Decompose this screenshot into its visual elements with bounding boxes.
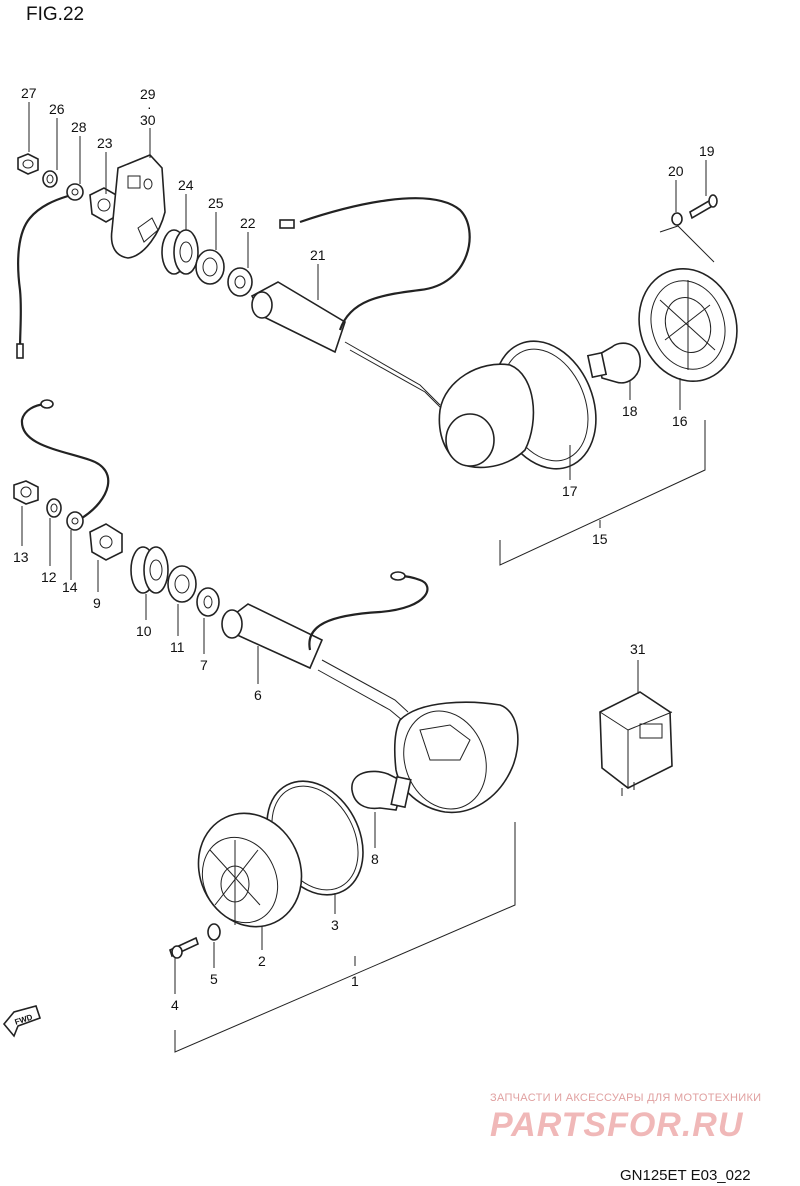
callout-18: 18 — [622, 403, 638, 419]
part-28-ground-wire — [16, 183, 84, 359]
callout-13: 13 — [13, 549, 29, 565]
part-7-clip — [196, 587, 220, 617]
figure-code: GN125ET E03_022 — [620, 1167, 751, 1184]
part-8-bulb — [351, 770, 412, 811]
part-26-washer — [42, 170, 58, 188]
callout-2: 2 — [258, 953, 266, 969]
part-29-30-bracket — [110, 154, 166, 259]
callout-30: 30 — [140, 112, 156, 128]
part-21-stem — [250, 197, 471, 413]
figure-title: FIG.22 — [26, 4, 84, 25]
callout-21: 21 — [310, 247, 326, 263]
callout-9: 9 — [93, 595, 101, 611]
part-9-locknut — [89, 523, 123, 561]
part-19-screw — [689, 194, 718, 220]
callout-24: 24 — [178, 177, 194, 193]
callout-5: 5 — [210, 971, 218, 987]
callout-22: 22 — [240, 215, 256, 231]
callout-25: 25 — [208, 195, 224, 211]
fwd-arrow-icon: FWD — [2, 1005, 42, 1038]
callout-20: 20 — [668, 163, 684, 179]
part-1-housing — [394, 701, 519, 814]
callout-12: 12 — [41, 569, 57, 585]
callout-4: 4 — [171, 997, 179, 1013]
watermark-brand: PARTSFOR.RU — [490, 1106, 744, 1144]
part-4-screw — [169, 936, 199, 959]
part-13-nut — [13, 480, 39, 505]
callout-28: 28 — [71, 119, 87, 135]
callout-19: 19 — [699, 143, 715, 159]
part-5-washer — [207, 923, 221, 941]
leader-lines — [21, 102, 707, 994]
part-12-washer — [46, 498, 62, 518]
part-6-stem — [221, 571, 429, 721]
part-31-relay — [599, 691, 673, 796]
upper-assembly — [16, 153, 738, 470]
part-22-clip — [227, 267, 253, 297]
part-10-grommet — [130, 546, 169, 594]
part-17-housing — [438, 340, 597, 470]
callout-17: 17 — [562, 483, 578, 499]
callout-11: 11 — [170, 639, 185, 655]
part-16-lens — [638, 267, 738, 383]
part-25-washer — [195, 249, 225, 285]
callout-separator-dot: · — [147, 99, 152, 115]
callout-8: 8 — [371, 851, 379, 867]
watermark: ЗАПЧАСТИ И АКСЕССУАРЫ ДЛЯ МОТОТЕХНИКИ PA… — [490, 1092, 761, 1144]
callout-3: 3 — [331, 917, 339, 933]
callout-1: 1 — [351, 973, 359, 989]
callout-27: 27 — [21, 85, 37, 101]
group-bracket-1 — [174, 822, 516, 1053]
part-20-washer — [671, 212, 683, 226]
callout-16: 16 — [672, 413, 688, 429]
callout-26: 26 — [49, 101, 65, 117]
part-18-bulb — [586, 342, 641, 384]
callout-31: 31 — [630, 641, 646, 657]
callout-6: 6 — [254, 687, 262, 703]
callout-7: 7 — [200, 657, 208, 673]
callout-15: 15 — [592, 531, 608, 547]
callout-labels: 27 26 28 29 · 30 23 24 25 22 21 20 19 18… — [13, 85, 715, 1013]
callout-23: 23 — [97, 135, 113, 151]
part-14-ground-wire — [20, 399, 110, 531]
callout-10: 10 — [136, 623, 152, 639]
callout-14: 14 — [62, 579, 78, 595]
lower-assembly — [13, 399, 519, 959]
part-27-nut — [17, 153, 39, 175]
watermark-tagline: ЗАПЧАСТИ И АКСЕССУАРЫ ДЛЯ МОТОТЕХНИКИ — [490, 1092, 761, 1104]
group-bracket-15 — [499, 420, 706, 566]
part-24-grommet — [161, 229, 199, 275]
part-11-washer — [167, 565, 197, 603]
callout-29: 29 — [140, 86, 156, 102]
part-2-lens — [197, 812, 303, 928]
